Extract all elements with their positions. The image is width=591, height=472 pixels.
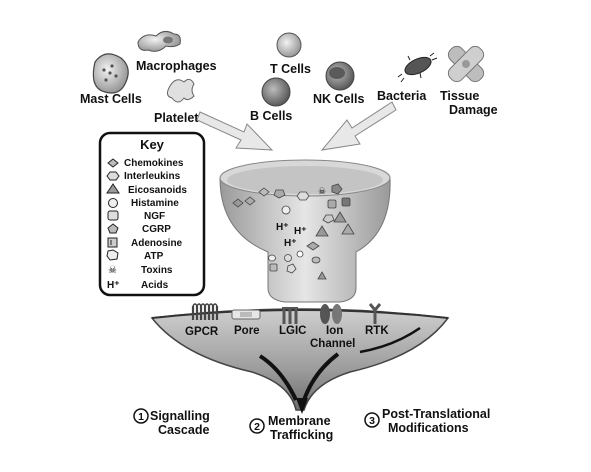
b-cell-icon (261, 77, 291, 107)
outcome-number: 1 (138, 411, 144, 423)
right-arrow (320, 101, 397, 151)
key-symbols: ☠ H⁺ (106, 158, 120, 291)
key-title: Key (140, 137, 165, 152)
key-item-label: Adenosine (131, 238, 183, 249)
outcome-number: 2 (254, 421, 260, 433)
pore-label: Pore (234, 325, 260, 337)
outcome-line1: Signalling (150, 409, 210, 423)
outcome-number: 3 (369, 415, 375, 427)
acid-symbol: H⁺ (294, 226, 307, 237)
key-item-label: Chemokines (124, 158, 184, 169)
key-item-label: CGRP (142, 224, 171, 235)
eicosanoid-icon (106, 183, 120, 194)
rtk-label: RTK (365, 325, 389, 337)
key-item-label: Acids (141, 280, 169, 291)
outcome-line2: Trafficking (270, 428, 333, 442)
key-item-label: ATP (144, 251, 164, 262)
macrophages-label: Macrophages (136, 59, 217, 73)
interleukin-icon (106, 171, 120, 181)
left-arrow (196, 111, 274, 151)
atp-icon (106, 249, 119, 261)
bacteria-icon (397, 52, 438, 83)
acid-symbols: H⁺ H⁺ H⁺ (276, 222, 307, 249)
platelet-icon (166, 78, 195, 103)
channel-label: Channel (310, 338, 355, 350)
tissue-damage-icon (447, 45, 485, 83)
histamine-icon (108, 198, 118, 208)
lgic-label: LGIC (279, 325, 306, 337)
outcome-3: 3 Post-Translational Modifications (364, 407, 490, 435)
mast-cells-label: Mast Cells (80, 92, 142, 106)
nk-cell-icon (325, 61, 355, 91)
key-item-label: Histamine (131, 198, 179, 209)
gpcr-icon (191, 303, 219, 320)
t-cell-icon (276, 32, 302, 58)
b-cells-label: B Cells (250, 109, 292, 123)
outcome-line1: Post-Translational (382, 407, 490, 421)
ngf-icon (107, 210, 119, 221)
macrophage-icon (137, 30, 181, 52)
toxin-icon: ☠ (108, 265, 117, 276)
chemokine-icon (107, 158, 119, 168)
tissue-label: Tissue (440, 89, 479, 103)
cgrp-icon (107, 223, 119, 234)
outcome-1: 1 Signalling Cascade (133, 408, 210, 437)
platelet-label: Platelet (154, 111, 199, 125)
acid-icon: H⁺ (107, 280, 120, 291)
svg-text:☠: ☠ (318, 187, 326, 197)
key-item-label: Toxins (141, 265, 173, 276)
lgic-icon (282, 307, 298, 324)
mediator-particles: ☠ (232, 183, 355, 280)
adenosine-icon (107, 237, 118, 248)
ion-label: Ion (326, 325, 343, 337)
outcome-line2: Modifications (388, 421, 469, 435)
key-box (98, 131, 206, 297)
ion-channel-icon (320, 304, 342, 324)
soup-bowl (219, 159, 391, 303)
key-item-label: Interleukins (124, 171, 181, 182)
key-item-label: NGF (144, 211, 165, 222)
acid-symbol: H⁺ (276, 222, 289, 233)
pore-icon (231, 309, 261, 320)
t-cells-label: T Cells (270, 62, 311, 76)
acid-symbol: H⁺ (284, 238, 297, 249)
damage-label: Damage (449, 103, 498, 117)
mast-cell-icon (92, 53, 129, 94)
bacteria-label: Bacteria (377, 89, 427, 103)
outcome-line2: Cascade (158, 423, 209, 437)
nk-cells-label: NK Cells (313, 92, 364, 106)
outcome-line1: Membrane (268, 414, 331, 428)
key-item-label: Eicosanoids (128, 185, 187, 196)
outcome-2: 2 Membrane Trafficking (249, 414, 333, 442)
membrane-funnel (150, 308, 450, 414)
gpcr-label: GPCR (185, 326, 219, 338)
rtk-icon (368, 303, 382, 324)
